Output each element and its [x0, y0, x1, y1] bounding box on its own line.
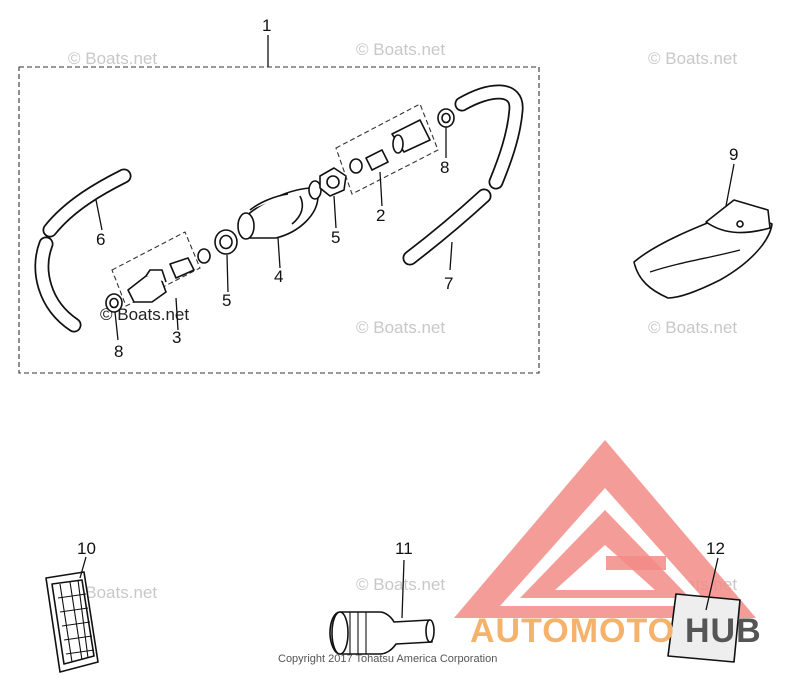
brand-part-hub: HUB — [685, 612, 762, 650]
callout-12: 12 — [706, 539, 725, 558]
leader-line — [705, 557, 719, 611]
leader-line — [95, 199, 103, 231]
watermark: © Boats.net — [100, 305, 189, 324]
leader-line — [449, 241, 453, 271]
copyright-notice: Copyright 2017 Tohatsu America Corporati… — [278, 653, 497, 665]
callout-3: 3 — [172, 328, 181, 347]
watermark: © Boats.net — [68, 583, 157, 602]
callouts: 1 2 3 4 5 5 6 7 8 8 9 10 11 12 — [77, 16, 738, 558]
card-12 — [667, 593, 741, 663]
brand-wordmark: AUTOMOTO HUB — [470, 612, 762, 650]
hose-joint-11 — [329, 611, 435, 655]
connector-3 — [111, 231, 211, 307]
callout-9: 9 — [729, 145, 738, 164]
leader-line — [333, 195, 337, 229]
leader-line — [277, 237, 281, 269]
washer-8-right — [437, 108, 455, 128]
watermark: © Boats.net — [648, 318, 737, 337]
callout-5-right: 5 — [331, 228, 340, 247]
watermark: © Boats.net — [648, 49, 737, 68]
hose-left-lower — [34, 236, 82, 333]
callout-10: 10 — [77, 539, 96, 558]
hose-7 — [402, 188, 492, 266]
nut-5-right — [319, 167, 347, 197]
callout-1: 1 — [262, 16, 271, 35]
hose-6 — [42, 168, 132, 238]
pouch-9 — [633, 199, 773, 299]
leader-line — [401, 559, 405, 619]
watermark: © Boats.net — [356, 318, 445, 337]
leader-line — [114, 311, 119, 341]
watermark: © Boats.net — [356, 40, 445, 59]
leader-line — [725, 163, 735, 207]
callout-11: 11 — [395, 539, 413, 558]
callout-2: 2 — [376, 206, 385, 225]
callout-4: 4 — [274, 267, 283, 286]
leader-line — [79, 556, 87, 579]
callout-5-left: 5 — [222, 291, 231, 310]
callout-7: 7 — [444, 274, 453, 293]
connector-2 — [335, 103, 439, 195]
filter-10 — [45, 571, 99, 673]
callout-8-right: 8 — [440, 158, 449, 177]
watermark: © Boats.net — [68, 49, 157, 68]
washer-8-left — [105, 293, 123, 313]
automotohub-logo — [454, 440, 756, 618]
callout-8-left: 8 — [114, 342, 123, 361]
brand-part-auto: AUTOMOTO — [470, 612, 675, 650]
callout-6: 6 — [96, 230, 105, 249]
primer-bulb-4 — [237, 180, 322, 240]
watermark: © Boats.net — [356, 575, 445, 594]
leader-line — [226, 254, 229, 293]
nut-5-left — [214, 229, 238, 255]
leader-line — [175, 297, 179, 331]
leader-line — [379, 171, 383, 207]
hose-right-upper — [454, 84, 524, 190]
kit-outline — [18, 66, 540, 374]
